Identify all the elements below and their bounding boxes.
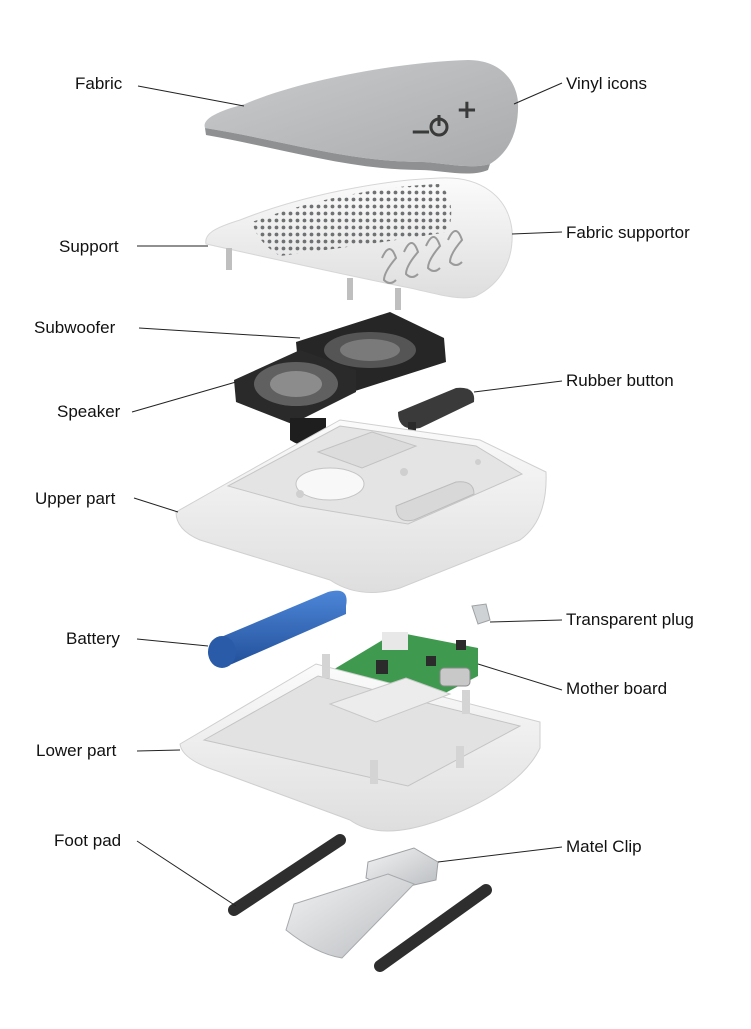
leader-lines <box>131 82 563 907</box>
minus-icon: − <box>410 117 432 147</box>
label-rubber-button: Rubber button <box>566 371 674 390</box>
power-icon <box>429 115 449 137</box>
battery-part <box>208 590 347 668</box>
label-fabric: Fabric <box>75 74 123 93</box>
label-lower-part: Lower part <box>36 741 117 760</box>
transparent-plug-part <box>471 603 491 625</box>
label-transparent-plug: Transparent plug <box>566 610 694 629</box>
label-vinyl-icons: Vinyl icons <box>566 74 647 93</box>
lower-part <box>179 654 541 832</box>
foot-pad-part <box>228 834 492 972</box>
label-speaker: Speaker <box>57 402 121 421</box>
label-mother-board: Mother board <box>566 679 668 698</box>
fabric-part: − + <box>204 60 519 174</box>
label-support: Support <box>59 237 119 256</box>
label-fabric-supportor: Fabric supportor <box>566 223 690 242</box>
label-foot-pad: Foot pad <box>54 831 122 850</box>
upper-part <box>175 419 547 593</box>
label-battery: Battery <box>66 629 120 648</box>
label-matel-clip: Matel Clip <box>566 837 642 856</box>
label-subwoofer: Subwoofer <box>34 318 116 337</box>
rubber-button-part <box>398 387 475 436</box>
plus-icon: + <box>456 95 478 125</box>
support-part <box>205 177 513 310</box>
label-upper-part: Upper part <box>35 489 116 508</box>
matel-clip-part <box>285 847 439 959</box>
